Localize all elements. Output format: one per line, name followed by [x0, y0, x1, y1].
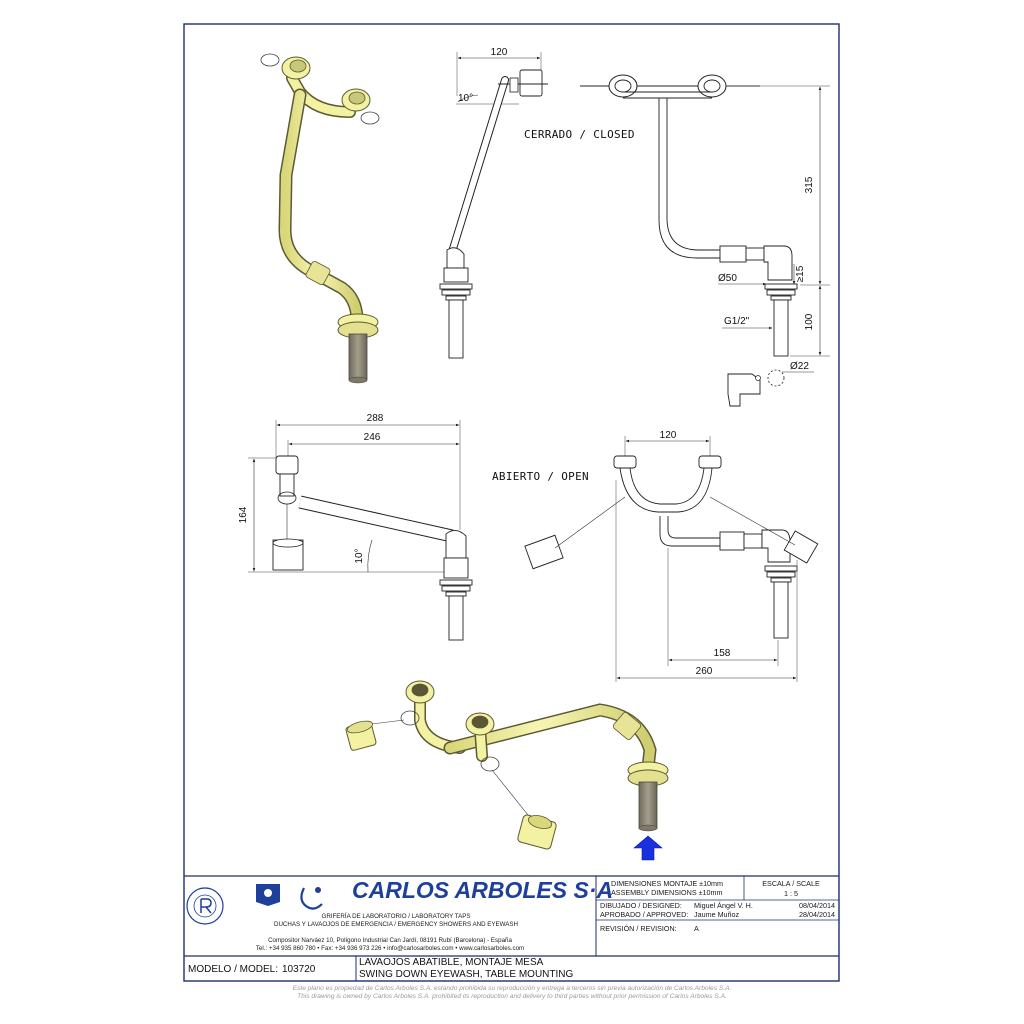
- eyewash-logo-icon: [300, 887, 323, 910]
- title-block: CARLOS ARBOLES S·A GRIFERÍA DE LABORATOR…: [184, 875, 839, 981]
- dim-closed-front-offset: ≥15: [795, 265, 806, 282]
- company-contact: Tel.: +34 935 860 780 • Fax: +34 936 973…: [256, 945, 524, 952]
- dim-open-front-total: 260: [696, 666, 713, 677]
- designed-name: Miguel Ángel V. H.: [694, 901, 753, 910]
- side-view-closed: 120 10°: [439, 47, 548, 359]
- dim-open-side-height: 164: [238, 506, 249, 523]
- model-label: MODELO / MODEL:: [188, 964, 278, 975]
- dim-closed-side-angle: 10°: [458, 93, 473, 104]
- label-open: ABIERTO / OPEN: [492, 470, 589, 483]
- dim-open-side-reach: 246: [364, 432, 381, 443]
- water-inlet-arrow-icon: [633, 835, 663, 861]
- designed-date: 08/04/2014: [799, 901, 835, 910]
- approved-label: APROBADO / APPROVED:: [600, 910, 688, 919]
- sheet-frame: [183, 23, 840, 982]
- brand-name: CARLOS ARBOLES S·A: [352, 877, 613, 903]
- nozzle-detail: Ø22: [727, 361, 814, 407]
- side-view-open: 288 246 164 10°: [238, 413, 473, 641]
- revision-value: A: [694, 924, 699, 933]
- tagline-showers-eyewash: DUCHAS Y LAVAOJOS DE EMERGENCIA / EMERGE…: [274, 921, 518, 928]
- copyright-notice-es: Este plano es propiedad de Carlos Arbole…: [293, 985, 732, 992]
- scale-value: 1 : 5: [784, 889, 798, 898]
- tagline-lab-taps: GRIFERÍA DE LABORATORIO / LABORATORY TAP…: [322, 913, 471, 920]
- designed-label: DIBUJADO / DESIGNED:: [600, 901, 682, 910]
- label-closed: CERRADO / CLOSED: [524, 128, 635, 141]
- scale-label: ESCALA / SCALE: [762, 879, 820, 888]
- dim-closed-front-diameter: Ø50: [718, 273, 737, 284]
- dim-open-side-angle: 10°: [354, 548, 365, 563]
- company-address: Compositor Narváez 10, Polígono Industri…: [268, 937, 512, 944]
- dims-assembly-label: ASSEMBLY DIMENSIONS ±10mm: [611, 888, 723, 897]
- front-view-closed: 315 100 ≥15 Ø50 G1/2": [580, 74, 830, 357]
- revision-label: REVISIÓN / REVISION:: [600, 924, 677, 933]
- dim-closed-front-height: 315: [804, 176, 815, 193]
- front-view-open: 120 158 260: [524, 430, 819, 682]
- copyright-notice-en: This drawing is owned by Carlos Arboles …: [297, 993, 727, 1000]
- dim-open-front-width: 120: [660, 430, 677, 441]
- model-value: 103720: [282, 964, 316, 975]
- approved-name: Jaume Muñoz: [694, 910, 740, 919]
- description-es: LAVAOJOS ABATIBLE, MONTAJE MESA: [359, 957, 544, 968]
- dim-closed-front-thread: G1/2": [724, 316, 750, 327]
- dim-open-side-total: 288: [367, 413, 384, 424]
- dim-closed-detail-diameter: Ø22: [790, 361, 809, 372]
- dim-closed-side-width: 120: [491, 47, 508, 58]
- quality-seal-icon: [186, 887, 224, 925]
- dim-open-front-inner: 158: [714, 648, 731, 659]
- iso-view-open: [345, 680, 669, 850]
- dim-closed-front-stem: 100: [804, 313, 815, 330]
- iso-view-closed: [260, 53, 380, 384]
- description-en: SWING DOWN EYEWASH, TABLE MOUNTING: [359, 969, 573, 980]
- dims-montaje-label: DIMENSIONES MONTAJE ±10mm: [611, 879, 723, 888]
- approved-date: 28/04/2014: [799, 910, 835, 919]
